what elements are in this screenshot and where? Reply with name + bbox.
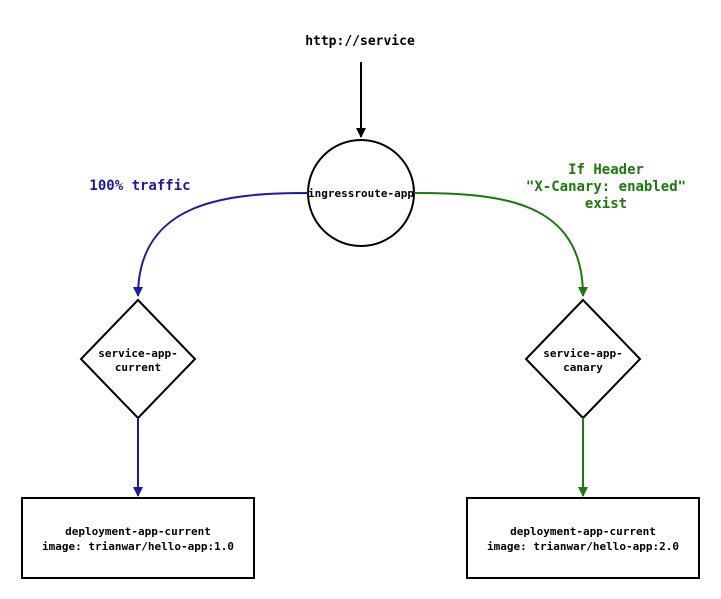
deployment-canary-box <box>466 497 700 579</box>
right-edge-label-line1: If Header <box>568 162 644 178</box>
deployment-canary-label-line1: deployment-app-current <box>510 525 656 538</box>
deployment-current-label-line2: image: trianwar/hello-app:1.0 <box>42 540 234 553</box>
service-current-label-line1: service-app- <box>98 347 177 360</box>
right-edge-label-line2: "X-Canary: enabled" <box>526 179 686 195</box>
service-canary-node: service-app- canary <box>524 298 642 420</box>
service-current-node: service-app- current <box>79 298 197 420</box>
left-edge-label: 100% traffic <box>89 178 190 194</box>
deployment-current-label-line1: deployment-app-current <box>65 525 211 538</box>
service-canary-label-line2: canary <box>563 361 603 374</box>
deployment-current-node: deployment-app-current image: trianwar/h… <box>21 497 255 579</box>
service-current-label-line2: current <box>115 361 161 374</box>
router-label: ingressroute-app <box>308 187 414 200</box>
right-edge-label-line3: exist <box>585 196 627 212</box>
entry-label: http://service <box>305 34 415 49</box>
right-branch-edge <box>413 192 588 297</box>
deployment-canary-label-line2: image: trianwar/hello-app:2.0 <box>487 540 679 553</box>
deployment-current-box <box>21 497 255 579</box>
deployment-canary-node: deployment-app-current image: trianwar/h… <box>466 497 700 579</box>
router-node: ingressroute-app <box>307 139 415 247</box>
service-canary-label-line1: service-app- <box>543 347 622 360</box>
left-branch-edge <box>133 192 309 297</box>
